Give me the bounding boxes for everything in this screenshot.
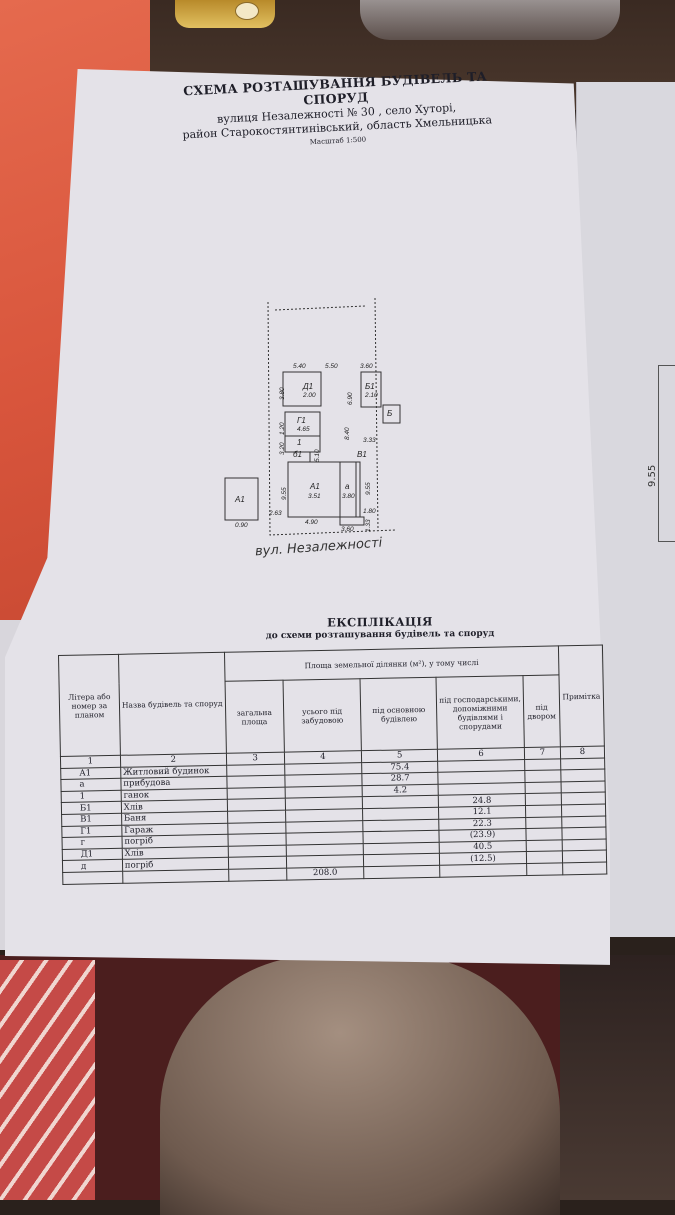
- explication-heading: ЕКСПЛІКАЦІЯ до схеми розташування будіве…: [230, 613, 530, 641]
- building-label: А1: [235, 495, 245, 504]
- dimension-label: 3.80: [342, 493, 355, 500]
- dimension-label: 3.60: [341, 526, 354, 533]
- table-cell-c7: [524, 770, 561, 783]
- building-label: Б1: [365, 382, 375, 391]
- dimension-label: 2.00: [303, 392, 316, 399]
- table-cell-c8: [562, 838, 607, 852]
- building-label: А1: [310, 482, 320, 491]
- plastic-bag: [360, 0, 620, 40]
- table-cell-c7: [525, 828, 563, 841]
- building-label: В1: [357, 450, 367, 459]
- header-yard: під двором: [522, 675, 561, 748]
- dimension-label: 3.51: [308, 493, 321, 500]
- dimension-label: 8.40: [344, 427, 351, 440]
- table-cell-c7: [525, 781, 562, 794]
- bottle-neck: [175, 0, 275, 28]
- dimension-label: 0.90: [235, 522, 248, 529]
- dimension-label: 2.10: [365, 392, 378, 399]
- dimension-label: 6.90: [347, 392, 354, 405]
- header-auxiliary: під господарськими, допоміжними будівлям…: [436, 675, 525, 750]
- rug-stripes: [0, 960, 95, 1200]
- dimension-label: 3.60: [360, 363, 373, 370]
- dimension-label: 3.20: [279, 442, 286, 455]
- header-name: Назва будівель та споруд: [118, 652, 227, 756]
- table-cell-c8: [562, 850, 607, 863]
- building-label: Б: [387, 409, 393, 418]
- dimension-label: 4.65: [297, 426, 310, 433]
- table-cell-c8: [560, 780, 606, 794]
- building-label: Г1: [297, 416, 306, 425]
- table-cell-c3: [228, 868, 287, 881]
- table-cell-c8: [560, 757, 605, 771]
- table-cell-c8: [562, 861, 607, 875]
- table-cell-c6: [439, 863, 527, 877]
- table-cell-c7: [526, 851, 563, 864]
- table-cell-c8: [561, 815, 606, 829]
- table-cell-c8: [561, 803, 606, 817]
- table-cell-c5: [363, 865, 440, 879]
- explication-table: Літера або номер за планом Назва будівел…: [58, 645, 607, 885]
- table-cell-c7: [525, 816, 562, 829]
- adjacent-sheet-dimension: 9.55: [647, 464, 658, 487]
- dimension-label: 5.40: [293, 363, 306, 370]
- table-cell-c4: 208.0: [286, 866, 365, 880]
- dimension-label: 1.80: [363, 508, 376, 515]
- table-cell-c7: [526, 839, 563, 852]
- bottle-cap: [235, 2, 259, 20]
- table-cell-name: [122, 869, 229, 883]
- leg: [160, 955, 560, 1215]
- building-label: а: [345, 482, 350, 491]
- table-cell-c8: [561, 792, 606, 805]
- floor-shadow: [560, 955, 675, 1200]
- header-note: Примітка: [558, 645, 605, 747]
- dimension-label: 1.33: [365, 519, 372, 532]
- dimension-label: 4.90: [305, 519, 318, 526]
- column-number: 8: [560, 746, 605, 759]
- header-total-area: загальна площа: [224, 680, 284, 754]
- dimension-label: 9.55: [365, 482, 372, 495]
- building-label: б1: [293, 450, 302, 459]
- dimension-label: 2.63: [269, 510, 282, 517]
- dimension-label: 5.50: [325, 363, 338, 370]
- dimension-label: 5.10: [314, 449, 321, 462]
- dimension-label: 9.55: [281, 487, 288, 500]
- table-cell-c8: [561, 827, 607, 840]
- header-built-area: усього під забудовою: [282, 678, 362, 753]
- table-cell-c7: [526, 862, 563, 876]
- column-number: 7: [524, 746, 561, 760]
- adjacent-sheet-outline: [658, 365, 675, 542]
- dimension-label: 1.20: [279, 422, 286, 435]
- table-cell-c7: [524, 758, 561, 771]
- table-cell-c8: [560, 769, 606, 782]
- building-label: Д1: [303, 382, 314, 391]
- dimension-label: 3.33: [363, 437, 376, 444]
- table-cell-letter: [62, 871, 123, 884]
- dimension-label: 3.80: [279, 387, 286, 400]
- site-plan: А1 Д1 Б1 Г1 Б А1 а 1 5.40 5.50 3.60 2.00…: [215, 290, 415, 580]
- building-label: 1: [297, 438, 302, 447]
- site-plan-drawing: [224, 297, 401, 536]
- table-cell-c7: [525, 793, 562, 806]
- header-main-building: під основною будівлею: [360, 677, 438, 751]
- table-cell-c7: [525, 804, 562, 818]
- header-letter: Літера або номер за планом: [58, 654, 121, 757]
- explication-table-wrap: Літера або номер за планом Назва будівел…: [58, 645, 608, 927]
